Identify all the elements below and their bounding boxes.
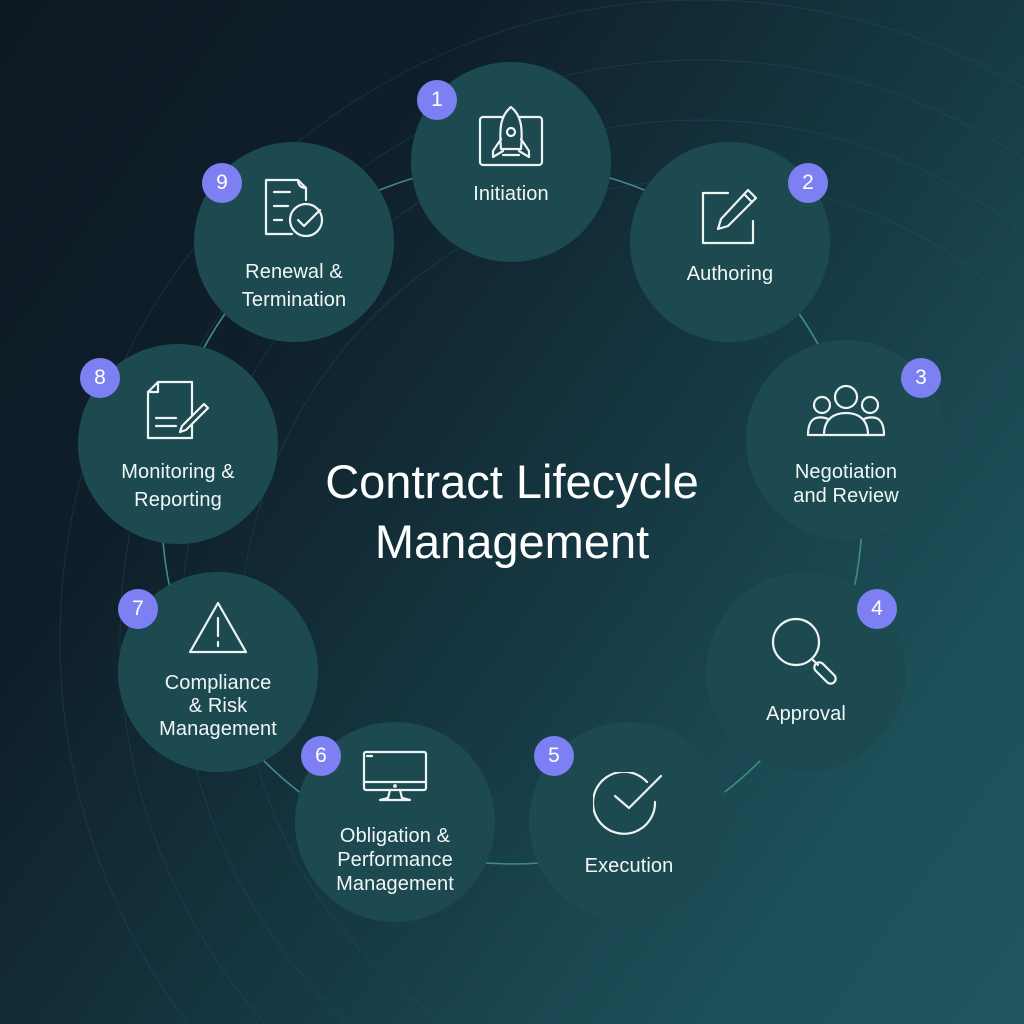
stage-badge-5: 5 (534, 736, 574, 776)
stage-badge-7: 7 (118, 589, 158, 629)
document-check-icon (262, 176, 326, 240)
stage-label: Monitoring & Reporting (121, 461, 235, 511)
stage-label: Negotiation and Review (793, 461, 899, 507)
title-line-2: Management (374, 515, 650, 568)
stage-badge-6: 6 (301, 736, 341, 776)
monitor-icon (362, 750, 428, 804)
stage-badge-4: 4 (857, 589, 897, 629)
stage-label: Approval (766, 703, 846, 725)
rocket-icon (477, 105, 545, 168)
document-sign-icon (146, 380, 210, 440)
stage-badge-3: 3 (901, 358, 941, 398)
stage-label: Obligation & Performance Management (336, 825, 454, 895)
stage-badge-1: 1 (417, 80, 457, 120)
stage-badge-9: 9 (202, 163, 242, 203)
magnifier-icon (770, 616, 842, 686)
stage-label: Renewal & Termination (241, 261, 347, 311)
pencil-edit-icon (698, 186, 762, 248)
people-group-icon (806, 380, 886, 442)
check-circle-icon (593, 772, 665, 838)
title-line-1: Contract Lifecycle (325, 455, 699, 508)
stage-badge-2: 2 (788, 163, 828, 203)
stage-renewal-termination: Renewal & Termination (194, 142, 394, 342)
warning-triangle-icon (187, 600, 249, 656)
stage-label: Execution (584, 855, 674, 877)
stage-badge-8: 8 (80, 358, 120, 398)
stage-label: Authoring (686, 263, 774, 285)
stage-label: Compliance & Risk Management (159, 672, 277, 740)
diagram-title: Contract Lifecycle Management (262, 452, 762, 572)
stage-label: Initiation (473, 183, 549, 205)
